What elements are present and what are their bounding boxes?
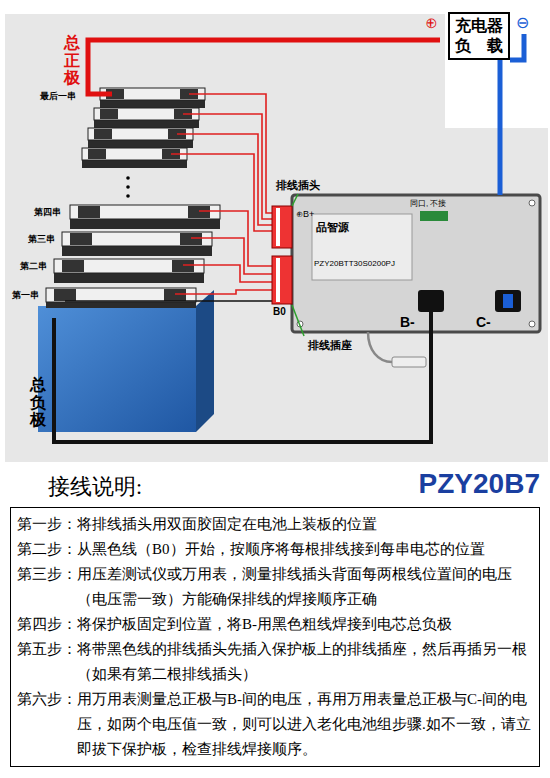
cell-stack-bottom (46, 205, 220, 308)
step-text: 第二步：从黑色线（B0）开始，按顺序将每根排线接到每串电芯的位置 (17, 537, 533, 562)
cell-terminal (70, 233, 92, 245)
cell-body-side (196, 290, 214, 432)
pin-label: B0 (273, 306, 286, 317)
node-text: 品智源 (316, 220, 349, 235)
mounting-hole (529, 321, 535, 327)
probe-cable (368, 332, 392, 362)
b-minus-connector (418, 290, 444, 312)
step-text: 第一步：将排线插头用双面胶固定在电池上装板的位置 (17, 512, 533, 537)
cell-terminal (172, 260, 194, 272)
cell-top (62, 232, 212, 246)
dot (126, 194, 130, 198)
mounting-hole (529, 200, 535, 206)
balance-wires (171, 94, 272, 294)
cell-label: 最后一串 (40, 90, 76, 103)
cell-terminal (188, 206, 210, 218)
positive-main-wire (88, 40, 440, 94)
sense-wire (191, 238, 272, 274)
cell-terminal (62, 260, 84, 272)
plug-stripe (276, 208, 280, 246)
b-minus-wire (54, 312, 431, 442)
pin-label: B- (400, 314, 415, 330)
socket-stripe (276, 258, 280, 302)
charger-wire (498, 60, 503, 195)
leader-line (292, 305, 304, 336)
dot (126, 176, 130, 180)
charger-load-box: 充电器 负载 (448, 12, 510, 60)
cell-terminal (88, 149, 106, 159)
terminal-label: 总负极 (30, 376, 46, 429)
polarity-symbol: ⊕ (425, 13, 438, 34)
note-label: 同口, 不接 (410, 198, 446, 209)
instruction-box: 第一步：将排线插头用双面胶固定在电池上装板的位置第二步：从黑色线（B0）开始，按… (10, 507, 540, 767)
cell-terminal (180, 233, 202, 245)
part-label: 排线插头 (276, 178, 320, 193)
pin-label: ⊕B+ (296, 208, 314, 221)
model-number: PZY20B7 (419, 468, 540, 500)
board-sticker (312, 214, 412, 280)
dot (126, 185, 130, 189)
cell-stack-top (82, 88, 205, 168)
pin-label: C- (476, 314, 491, 330)
cell-label: 第三串 (28, 233, 55, 246)
part-label: 排线插座 (308, 338, 352, 353)
c-minus-connector (495, 290, 521, 312)
cell-terminal (94, 129, 112, 139)
section-title: 接线说明: (48, 472, 142, 502)
cell-label: 第四串 (34, 206, 61, 219)
backdrop (5, 14, 548, 462)
step-text: 第五步：将带黑色线的排线插头先插入保护板上的排线插座，然后再插另一根（如果有第二… (17, 637, 533, 687)
wire-socket (272, 256, 292, 304)
cell-terminal (164, 289, 186, 301)
c-minus-lug (503, 294, 513, 308)
temperature-probe (392, 357, 426, 367)
sense-wire (175, 290, 272, 294)
node-text: 充电器 负载 (455, 16, 503, 56)
terminal-block (420, 211, 448, 221)
cell-label: 第一串 (12, 289, 39, 302)
sense-wire (171, 154, 272, 231)
negative-charger-wire (510, 34, 524, 60)
cell-terminal (100, 109, 118, 119)
cell-top (70, 205, 220, 219)
cell-terminal (54, 289, 76, 301)
cell-body (38, 306, 196, 432)
node-text: PZY20BTT30S0200PJ (314, 259, 395, 268)
terminal-label: 总正极 (64, 34, 80, 87)
b0-wire (65, 300, 272, 302)
protection-board (292, 195, 540, 332)
ellipsis-dots (126, 176, 130, 198)
cell-label: 第二串 (20, 260, 47, 273)
step-text: 第四步：将保护板固定到位置，将B-用黑色粗线焊接到电芯总负极 (17, 612, 533, 637)
cell-top (46, 288, 196, 302)
cell-terminal (78, 206, 100, 218)
cell-top (54, 259, 204, 273)
polarity-symbol: ⊖ (516, 13, 529, 32)
leader-line (292, 194, 298, 206)
sense-wire (183, 265, 272, 282)
step-text: 第三步：用压差测试仪或万用表，测量排线插头背面每两根线位置间的电压（电压需一致）… (17, 562, 533, 612)
protection-board: 品智源 PZY20BTT30S0200PJ (292, 195, 540, 332)
wire-plug (272, 206, 292, 248)
step-text: 第六步：用万用表测量总正极与B-间的电压，再用万用表量总正极与C-间的电压，如两… (17, 687, 533, 762)
